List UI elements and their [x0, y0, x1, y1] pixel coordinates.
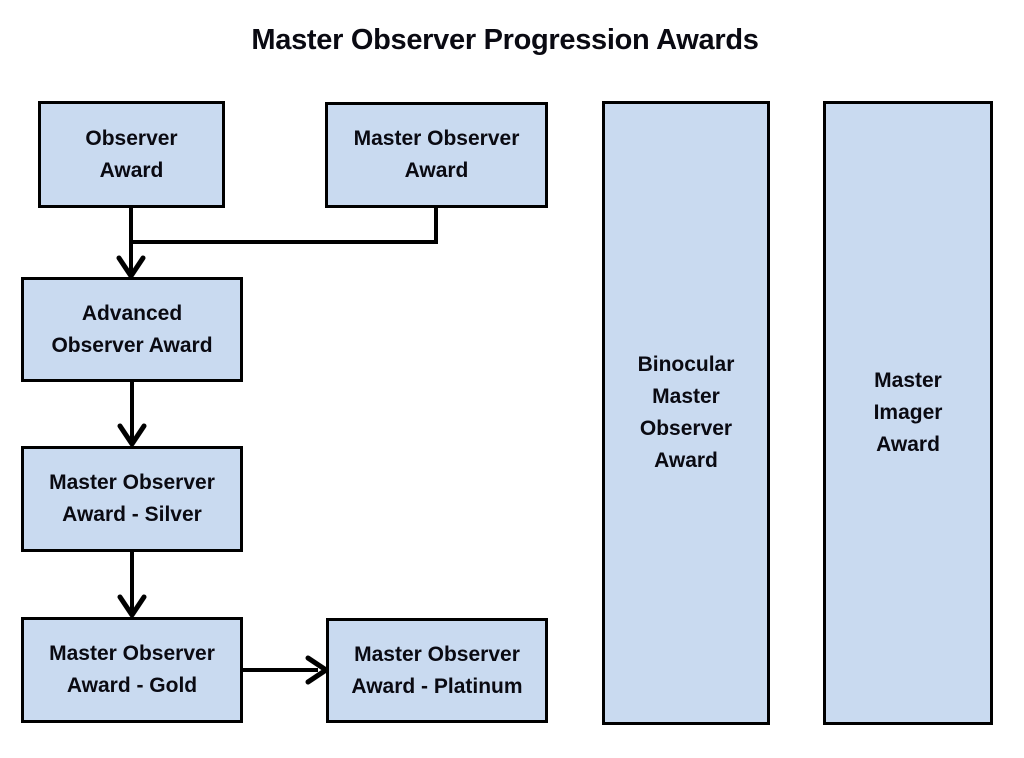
box-advanced-observer-award: Advanced Observer Award — [21, 277, 243, 382]
box-master-imager-award: Master Imager Award — [823, 101, 993, 725]
box-advanced-observer-award-label: Advanced Observer Award — [51, 301, 213, 357]
box-master-observer-award-platinum: Master Observer Award - Platinum — [326, 618, 548, 723]
box-master-observer-award-label: Master Observer Award — [353, 127, 520, 182]
box-binocular-master-observer-award-label: Binocular Master Observer Award — [637, 353, 735, 472]
box-master-observer-award-silver: Master Observer Award - Silver — [21, 446, 243, 552]
box-master-imager-award-label: Master Imager Award — [873, 369, 943, 456]
box-observer-award: Observer Award — [38, 101, 225, 208]
box-master-observer-award: Master Observer Award — [325, 102, 548, 208]
box-master-observer-award-gold: Master Observer Award - Gold — [21, 617, 243, 723]
box-master-observer-award-gold-label: Master Observer Award - Gold — [49, 642, 215, 697]
arrowhead-into-gold — [117, 594, 147, 618]
arrowhead-into-advanced — [116, 255, 146, 279]
page-title: Master Observer Progression Awards — [251, 24, 759, 56]
arrowhead-into-silver — [117, 423, 147, 447]
box-master-observer-award-platinum-label: Master Observer Award - Platinum — [351, 642, 523, 698]
box-binocular-master-observer-award: Binocular Master Observer Award — [602, 101, 770, 725]
box-observer-award-label: Observer Award — [85, 126, 178, 182]
box-master-observer-award-silver-label: Master Observer Award - Silver — [49, 471, 215, 526]
